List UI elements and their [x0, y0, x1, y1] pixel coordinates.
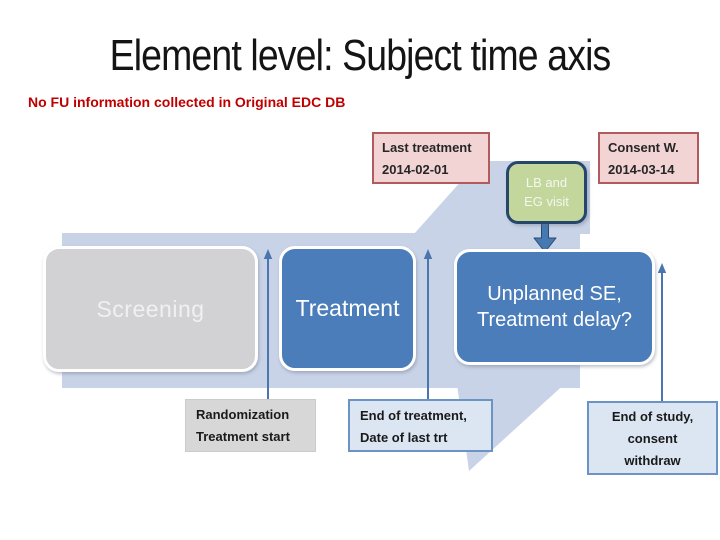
label-box-end-of-study: End of study, consent withdraw — [587, 401, 718, 475]
up-arrowhead-icon — [263, 249, 273, 259]
label-end-of-study-line2: consent — [627, 431, 678, 446]
page-title: Element level: Subject time axis — [109, 31, 612, 80]
phase-box-unplanned: Unplanned SE, Treatment delay? — [454, 249, 655, 365]
phase-box-treatment: Treatment — [279, 246, 416, 371]
callout-last-treatment-label: Last treatment — [382, 140, 472, 155]
label-randomization-line2: Treatment start — [196, 429, 290, 444]
callout-consent-withdrawal: Consent W. 2014-03-14 — [598, 132, 699, 184]
label-box-randomization: Randomization Treatment start — [185, 399, 316, 452]
up-arrowhead-icon — [657, 263, 667, 273]
milestone-line-randomization — [263, 249, 273, 400]
callout-last-treatment: Last treatment 2014-02-01 — [372, 132, 490, 184]
callout-last-treatment-date: 2014-02-01 — [382, 162, 449, 177]
label-end-of-study-line3: withdraw — [624, 453, 681, 468]
phase-screening-label: Screening — [96, 295, 205, 322]
phase-unplanned-line2: Treatment delay? — [477, 309, 632, 331]
phase-unplanned-line1: Unplanned SE, — [487, 283, 622, 305]
callout-consent-label: Consent W. — [608, 140, 679, 155]
phase-box-screening: Screening — [43, 246, 258, 372]
visit-box-lb-eg: LB and EG visit — [506, 161, 587, 224]
label-end-of-study-line1: End of study, — [611, 409, 694, 424]
label-randomization-line1: Randomization — [196, 407, 290, 422]
up-arrowhead-icon — [423, 249, 433, 259]
label-end-of-treatment-line1: End of treatment, — [360, 408, 467, 423]
visit-box-line2: EG visit — [524, 194, 569, 209]
milestone-line-end-of-treatment — [423, 249, 433, 400]
visit-box-line1: LB and — [525, 175, 568, 190]
warning-subtitle: No FU information collected in Original … — [28, 94, 346, 110]
phase-treatment-label: Treatment — [295, 295, 400, 321]
milestone-line-end-of-study — [657, 263, 667, 402]
label-box-end-of-treatment: End of treatment, Date of last trt — [348, 399, 493, 452]
callout-consent-date: 2014-03-14 — [608, 162, 675, 177]
label-end-of-treatment-line2: Date of last trt — [360, 430, 448, 445]
